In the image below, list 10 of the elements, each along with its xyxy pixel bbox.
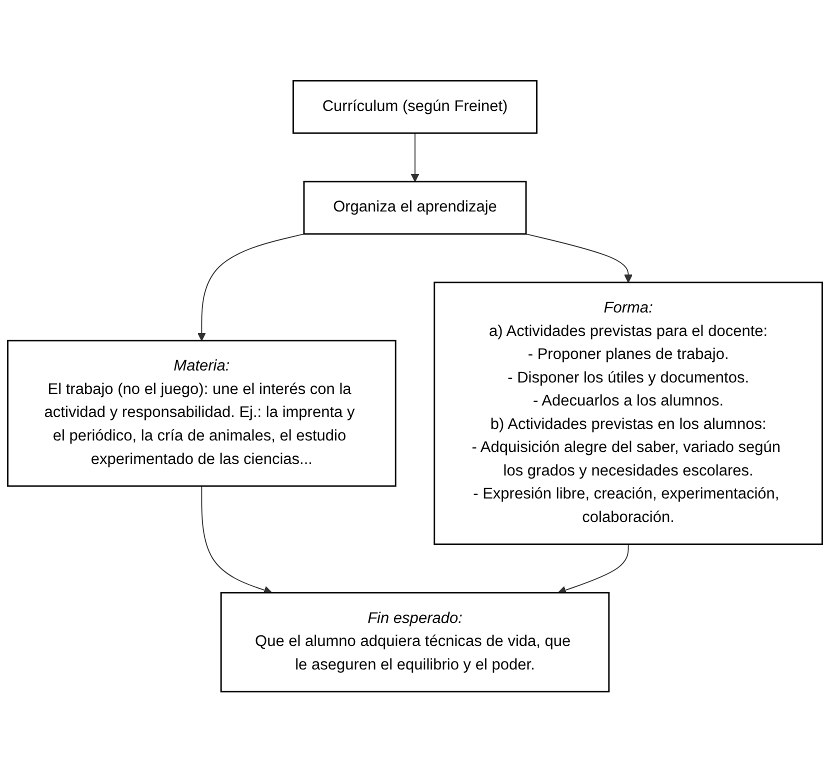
node-box: Organiza el aprendizaje xyxy=(303,181,527,235)
node-box: Forma: a) Actividades previstas para el docente: - Proponer planes de trabajo. - Disponer los útiles y documentos. - Adecuarlos a los alumnos. b) Actividades previstas en los alumnos: - Adquisición alegre del saber, variado según los grados y necesidades escolares. - Expresión libre, creación, experimentación, colaboración. xyxy=(434,282,823,546)
arrow xyxy=(197,234,305,342)
arrow xyxy=(525,234,633,284)
arrow xyxy=(410,132,420,182)
node-box: Fin esperado: Que el alumno adquiera técnicas de vida, que le aseguren el equilibrio y el poder. xyxy=(220,592,610,693)
node-box: Currículum (según Freinet) xyxy=(292,80,538,134)
arrow xyxy=(558,544,629,595)
arrow xyxy=(201,486,272,595)
node-box: Materia: El trabajo (no el juego): une el interés con la actividad y responsabilidad. Ej.: la imprenta y el periódico, la cría de animales, el estudio experimentado de las ciencias... xyxy=(7,340,396,488)
